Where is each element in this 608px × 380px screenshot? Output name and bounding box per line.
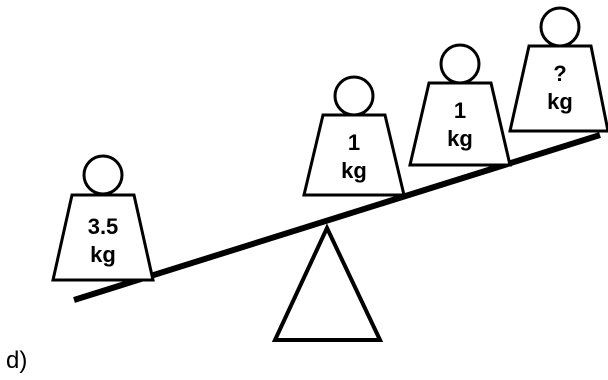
weight-handle (439, 43, 481, 85)
weight-body (508, 44, 608, 133)
weight-value-label: 3.5 (88, 214, 119, 239)
weight-1-kg-right: 1 kg (408, 43, 512, 167)
weight-value-label: 1 (454, 98, 466, 123)
weight-body (51, 193, 155, 282)
weight-1-kg-left: 1 kg (302, 75, 406, 197)
weight-unknown-kg: ? kg (508, 6, 608, 133)
weight-unit-label: kg (341, 158, 367, 183)
weight-unit-label: kg (547, 89, 573, 114)
weight-body (302, 113, 406, 197)
weight-handle (539, 6, 581, 48)
weight-value-label: ? (553, 61, 566, 86)
fulcrum-triangle (271, 223, 384, 342)
weight-handle (82, 154, 124, 196)
weight-body (408, 81, 512, 167)
weight-3-5-kg: 3.5 kg (51, 154, 155, 282)
weight-unit-label: kg (90, 242, 116, 267)
weight-unit-label: kg (447, 126, 473, 151)
weight-handle (333, 75, 375, 117)
seesaw-plank (73, 132, 601, 303)
weight-value-label: 1 (348, 130, 360, 155)
part-label: d) (6, 347, 27, 374)
